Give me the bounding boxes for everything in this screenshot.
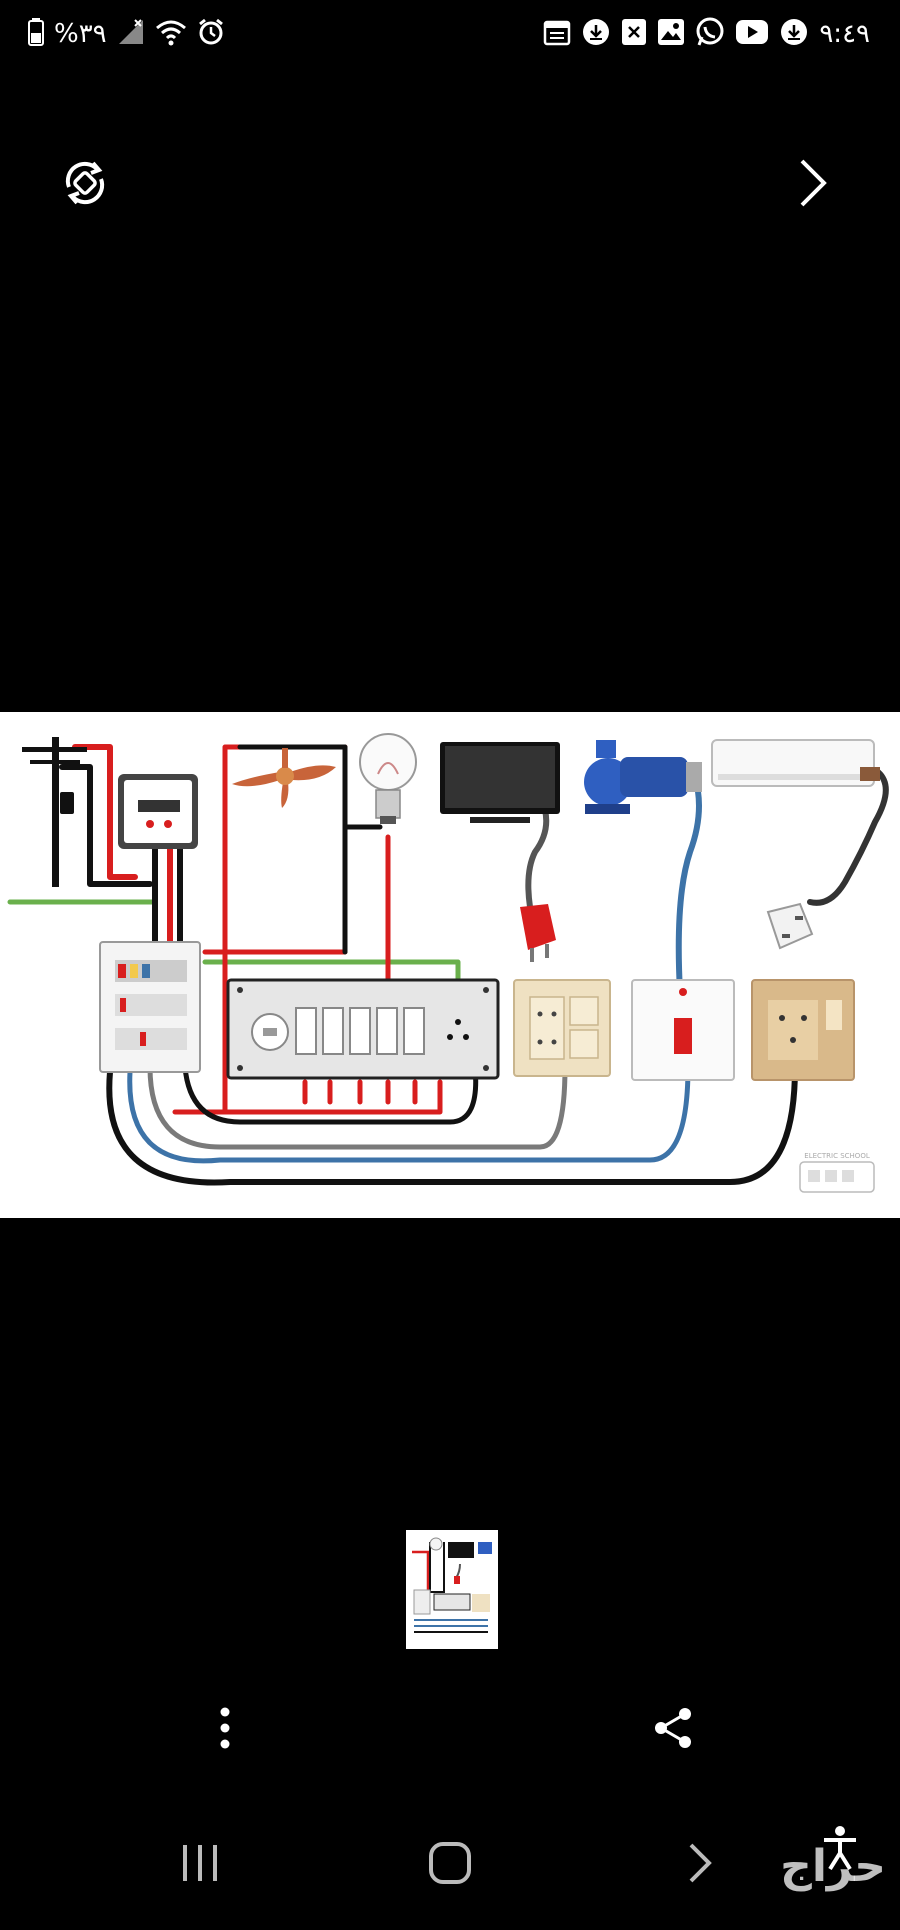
alarm-icon [197, 18, 225, 50]
recent-apps-icon [180, 1843, 220, 1887]
water-pump [584, 740, 702, 814]
clock: ٩:٤٩ [819, 19, 870, 49]
red-plug [520, 904, 556, 962]
wifi-icon [155, 18, 187, 50]
download-icon [779, 17, 809, 51]
close-box-icon [621, 18, 647, 50]
dp-switch [631, 979, 735, 1081]
status-bar: %٣٩ ٩:٤٩ [0, 0, 900, 70]
rotate-icon [59, 157, 111, 213]
next-button[interactable] [772, 145, 852, 225]
haraj-watermark: حراج [780, 1841, 886, 1892]
recent-apps-button[interactable] [160, 1825, 240, 1905]
double-socket [513, 979, 611, 1077]
universal-socket [751, 979, 855, 1081]
image-thumbnail[interactable] [406, 1530, 498, 1649]
energy-meter [118, 774, 198, 849]
distribution-board [99, 941, 201, 1073]
youtube-icon [735, 19, 769, 49]
accessibility-button[interactable] [805, 1810, 875, 1890]
switch-board [226, 978, 500, 1080]
system-navigation-bar: حراج [0, 1820, 900, 1910]
battery-icon [28, 18, 44, 50]
viewer-action-bar [0, 1690, 900, 1770]
television [440, 742, 560, 823]
diagram-badge-text: ELECTRIC SCHOOL [804, 1152, 870, 1160]
utility-pole [22, 737, 87, 887]
download-icon [581, 17, 611, 51]
no-signal-icon [117, 18, 145, 50]
rotate-button[interactable] [45, 145, 125, 225]
electric-school-logo: ELECTRIC SCHOOL [799, 1152, 875, 1193]
next-chevron-icon [792, 155, 832, 215]
back-icon [685, 1841, 715, 1889]
more-options-icon [219, 1706, 231, 1754]
air-conditioner [711, 739, 880, 787]
share-button[interactable] [633, 1690, 713, 1770]
whatsapp-icon [695, 17, 725, 51]
ceiling-fan [232, 748, 336, 808]
accessibility-icon [820, 1825, 860, 1875]
share-icon [651, 1706, 695, 1754]
more-options-button[interactable] [185, 1690, 265, 1770]
back-button[interactable] [660, 1825, 740, 1905]
gallery-icon [657, 18, 685, 50]
battery-percent: %٣٩ [54, 19, 107, 49]
home-icon [428, 1841, 472, 1889]
main-image-wiring-diagram[interactable]: ELECTRIC SCHOOL [0, 712, 900, 1218]
three-pin-plug [766, 902, 814, 950]
viewer-top-controls [0, 140, 900, 230]
home-button[interactable] [410, 1825, 490, 1905]
calendar-icon [543, 18, 571, 50]
light-bulb [359, 733, 417, 824]
